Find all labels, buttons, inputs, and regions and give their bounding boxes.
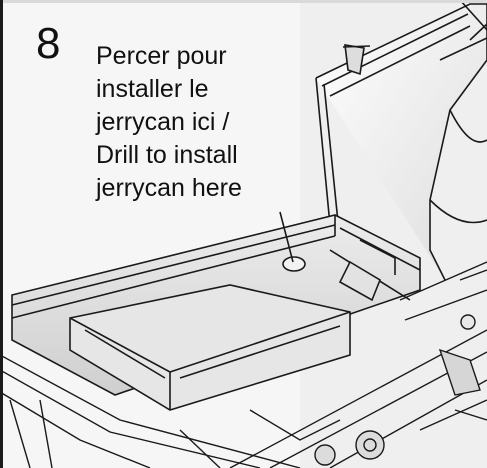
step-number: 8 <box>36 19 61 68</box>
instruction-caption: Percer pour installer le jerrycan ici / … <box>96 40 296 205</box>
caption-line: installer le <box>96 75 209 103</box>
left-border <box>0 0 3 468</box>
caption-line: jerrycan ici / <box>96 108 230 136</box>
chassis-details <box>0 261 487 468</box>
windshield-frame <box>315 0 487 281</box>
caption-line: Percer pour <box>96 42 227 70</box>
caption-line: Drill to install <box>96 141 238 169</box>
caption-line: jerrycan here <box>96 174 242 202</box>
top-border <box>0 0 487 3</box>
front-body-box <box>69 284 351 411</box>
leader-line <box>279 211 294 263</box>
